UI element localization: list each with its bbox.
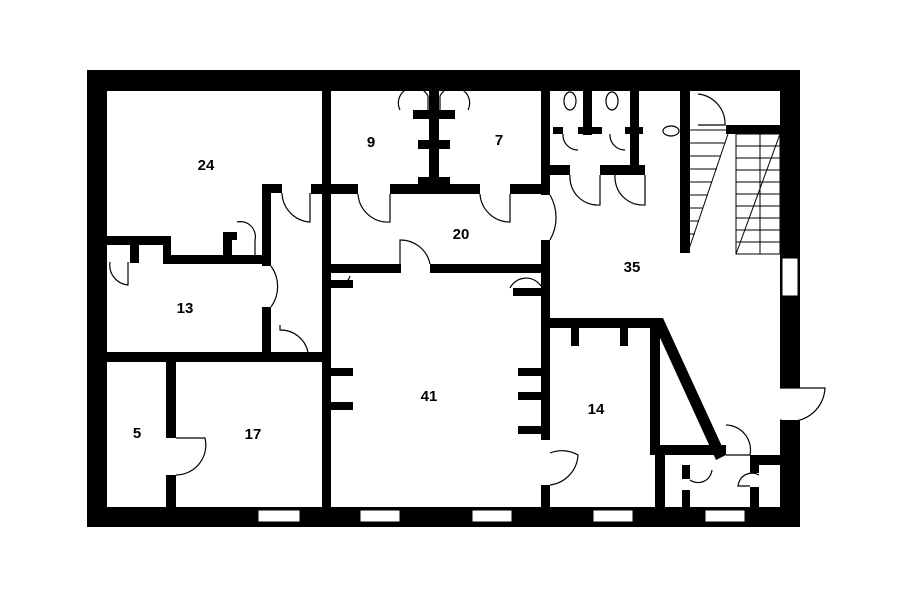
room-41-label: 41: [421, 388, 438, 405]
room-5-label: 5: [133, 425, 141, 442]
doors: [109, 86, 826, 487]
room-14-label: 14: [588, 401, 605, 418]
room-24-label: 24: [198, 157, 215, 174]
stairs: [687, 127, 781, 255]
walls: [87, 70, 800, 527]
room-labels: 24 9 7 20 35 13 41 14 5 17: [133, 132, 641, 443]
windows: [257, 257, 799, 523]
room-35-label: 35: [624, 259, 641, 276]
room-13-label: 13: [177, 300, 194, 317]
room-20-label: 20: [453, 226, 470, 243]
room-7-label: 7: [495, 132, 503, 149]
room-17-label: 17: [245, 426, 262, 443]
room-9-label: 9: [367, 134, 375, 151]
